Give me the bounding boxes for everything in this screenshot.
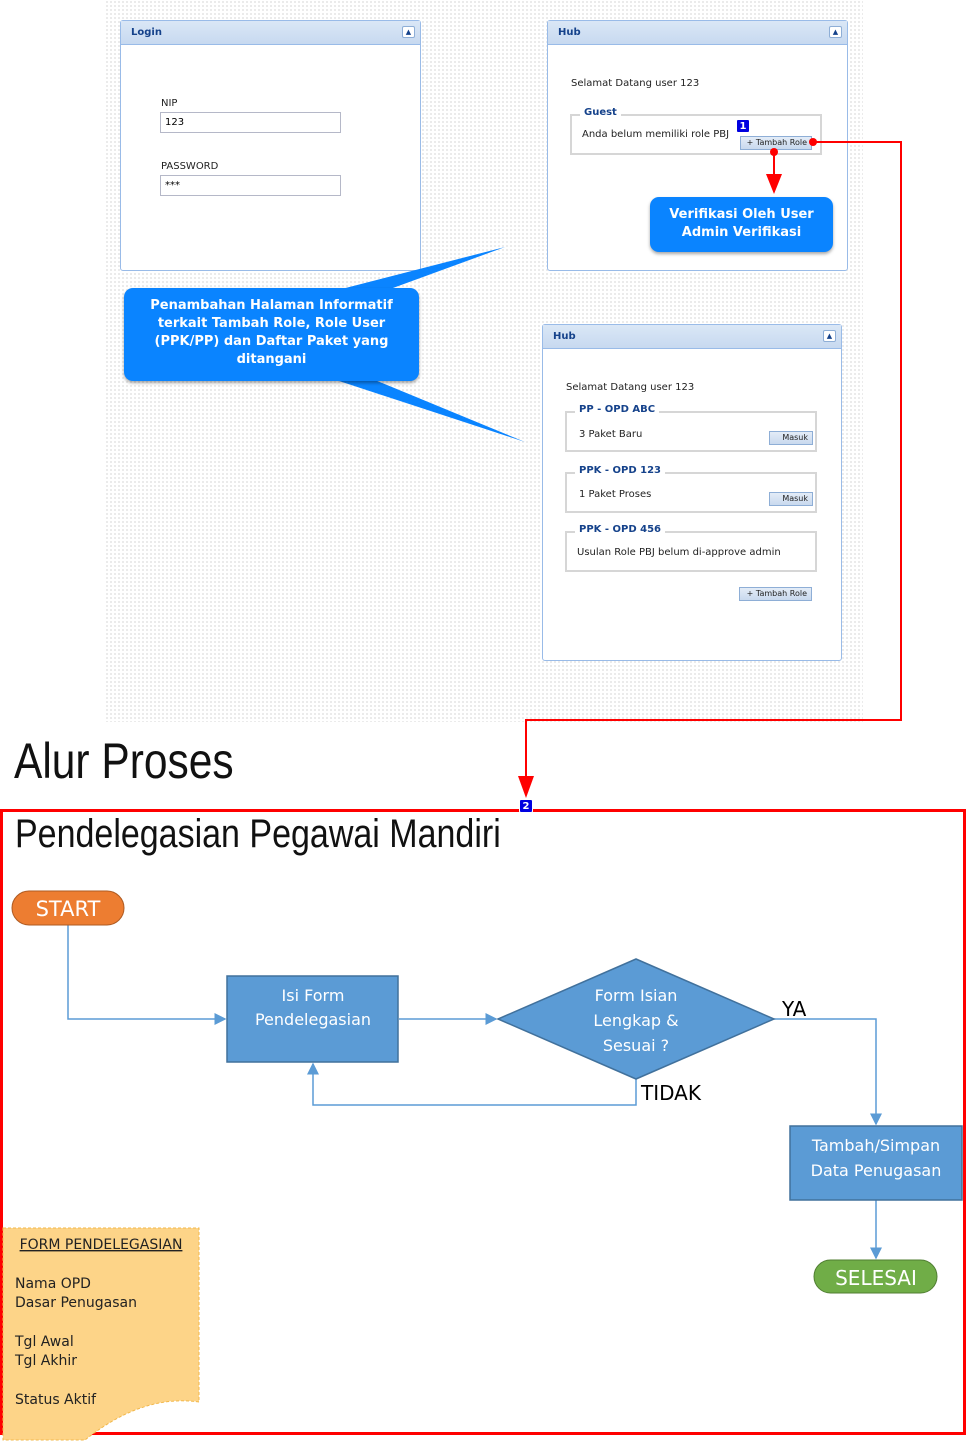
- process-label: Isi Form: [282, 986, 345, 1005]
- connector-line: [525, 141, 902, 790]
- fieldset-legend: PPK - OPD 456: [575, 524, 666, 535]
- callout-tail-lower: [330, 378, 525, 442]
- process-label: Tambah/Simpan: [811, 1136, 940, 1155]
- decision-diamond: [496, 958, 776, 1080]
- decision-label: Sesuai ?: [603, 1036, 669, 1055]
- collapse-icon[interactable]: ▲: [402, 26, 415, 38]
- flow-title: Pendelegasian Pegawai Mandiri: [15, 812, 501, 856]
- callout-tail-upper: [330, 247, 505, 300]
- no-label: TIDAK: [640, 1081, 702, 1105]
- callout-tails: [330, 138, 902, 798]
- package-count: 1 Paket Proses: [579, 489, 652, 500]
- section-title: Alur Proses: [14, 733, 234, 789]
- login-panel-header: Login ▲: [121, 21, 420, 45]
- callout-line: Verifikasi Oleh User: [669, 207, 814, 222]
- hub-panel-roles: Hub ▲ Selamat Datang user 123 PP - OPD AB…: [542, 324, 842, 661]
- end-label: SELESAI: [835, 1266, 917, 1290]
- nip-label: NIP: [161, 98, 178, 109]
- password-label: PASSWORD: [161, 161, 219, 172]
- process-label: Data Penugasan: [811, 1161, 942, 1180]
- fieldset-legend: Guest: [580, 107, 621, 118]
- flow-frame: [0, 809, 966, 1435]
- form-field: Tgl Awal: [14, 1334, 74, 1350]
- form-note: [2, 1227, 200, 1441]
- flow-edge-no: [307, 1062, 637, 1106]
- role-fieldset: PPK - OPD 123 1 Paket Proses Masuk: [565, 465, 817, 513]
- arrow-head-icon: [766, 174, 782, 194]
- form-field: Tgl Akhir: [14, 1353, 77, 1369]
- masuk-button[interactable]: Masuk: [769, 431, 813, 445]
- callout-line: Admin Verifikasi: [681, 225, 802, 240]
- form-field: Dasar Penugasan: [15, 1295, 137, 1311]
- panel-title: Hub: [553, 331, 576, 342]
- login-panel: Login ▲ NIP 123 PASSWORD ***: [120, 20, 421, 271]
- form-field: Status Aktif: [15, 1392, 97, 1408]
- connector-dot: [809, 138, 817, 146]
- step-badge-1: 1: [736, 119, 750, 133]
- start-terminal: [11, 890, 125, 926]
- decision-label: Lengkap &: [593, 1011, 678, 1030]
- flow-edge-yes: [774, 1018, 882, 1126]
- tambah-role-button[interactable]: + Tambah Role: [739, 587, 812, 601]
- step-badge-2: 2: [519, 799, 533, 813]
- end-terminal: [813, 1259, 938, 1294]
- form-note-title: FORM PENDELEGASIAN: [20, 1237, 183, 1253]
- hub-panel-header: Hub ▲: [548, 21, 847, 45]
- panel-title: Hub: [558, 27, 581, 38]
- form-field: Nama OPD: [15, 1276, 91, 1292]
- connector-dot: [770, 148, 778, 156]
- fieldset-legend: PPK - OPD 123: [575, 465, 666, 476]
- welcome-text: Selamat Datang user 123: [571, 78, 700, 89]
- role-fieldset: PPK - OPD 456 Usulan Role PBJ belum di-a…: [565, 524, 817, 572]
- password-input[interactable]: ***: [160, 175, 341, 196]
- package-count: 3 Paket Baru: [579, 429, 643, 440]
- role-fieldset: PP - OPD ABC 3 Paket Baru Masuk: [565, 404, 817, 452]
- flow-edge: [67, 925, 227, 1025]
- fieldset-legend: PP - OPD ABC: [575, 404, 660, 415]
- verification-callout: Verifikasi Oleh User Admin Verifikasi: [650, 197, 833, 252]
- hub-panel-header: Hub ▲: [543, 325, 841, 349]
- collapse-icon[interactable]: ▲: [829, 26, 842, 38]
- process-isi-form: [226, 975, 399, 1063]
- welcome-text: Selamat Datang user 123: [566, 382, 695, 393]
- decision-label: Form Isian: [595, 986, 678, 1005]
- process-label: Pendelegasian: [255, 1010, 371, 1029]
- panel-title: Login: [131, 27, 162, 38]
- pending-approval-text: Usulan Role PBJ belum di-approve admin: [577, 547, 781, 558]
- masuk-button[interactable]: Masuk: [769, 492, 813, 506]
- yes-label: YA: [781, 997, 807, 1021]
- process-simpan: [789, 1125, 963, 1201]
- no-role-message: Anda belum memiliki role PBJ: [582, 129, 730, 140]
- collapse-icon[interactable]: ▲: [823, 330, 836, 342]
- start-label: START: [36, 897, 101, 921]
- arrow-head-icon: [518, 776, 534, 798]
- info-callout: Penambahan Halaman Informatif terkait Ta…: [124, 288, 419, 381]
- nip-input[interactable]: 123: [160, 112, 341, 133]
